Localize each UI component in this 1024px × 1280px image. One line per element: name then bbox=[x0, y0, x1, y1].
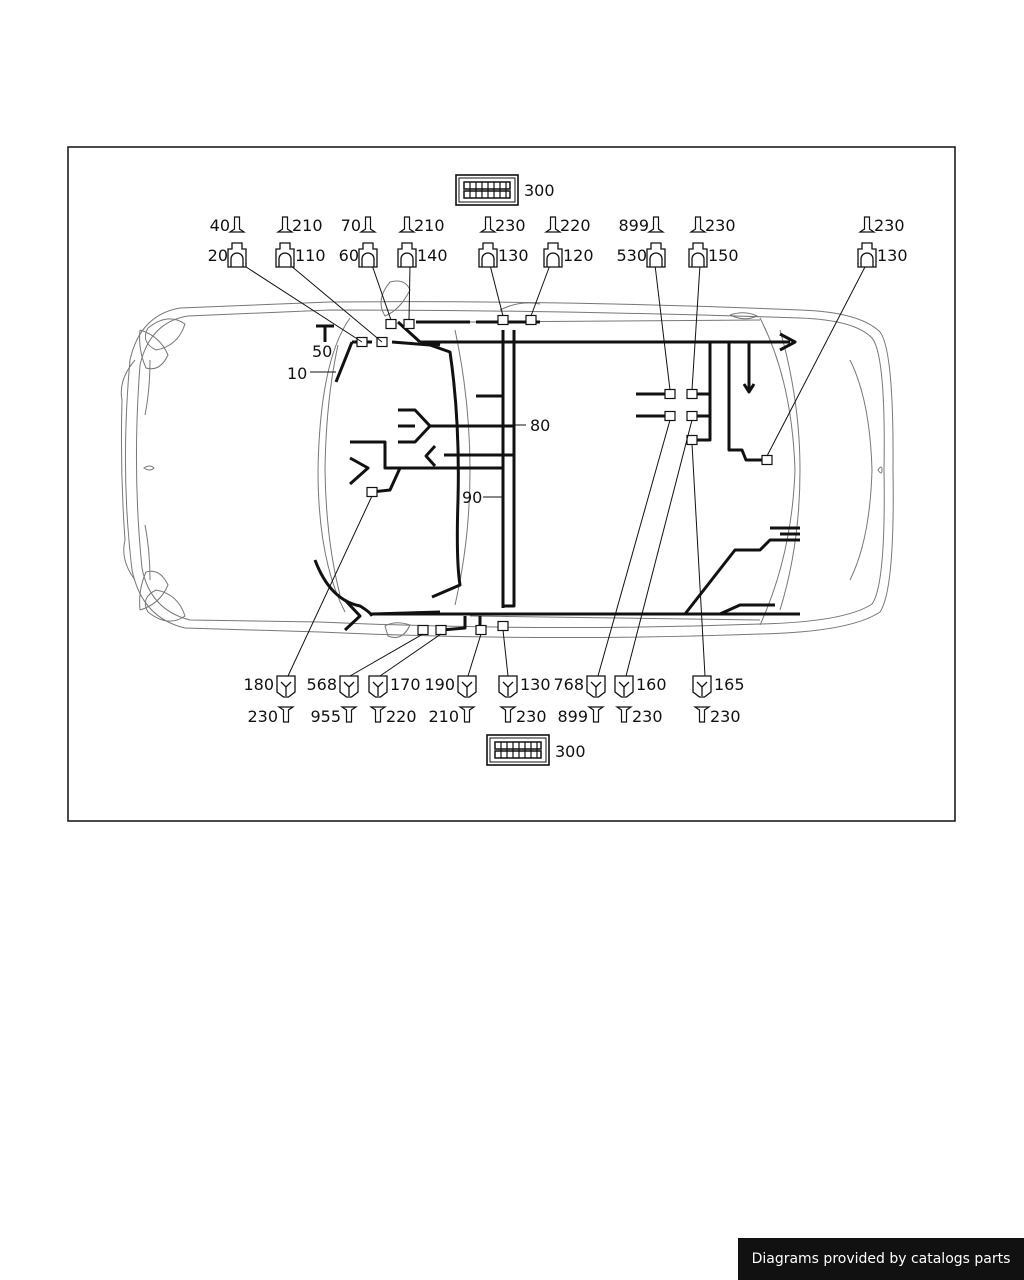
pin-number: 230 bbox=[516, 707, 547, 726]
connector-block-top: 300 bbox=[455, 174, 555, 206]
harness-label-90: 90 bbox=[462, 488, 482, 507]
pin-number: 230 bbox=[874, 216, 905, 235]
connector-plug-icon bbox=[692, 675, 712, 698]
connector-block-bottom: 300 bbox=[486, 734, 586, 766]
car-body-outline bbox=[120, 280, 894, 639]
bottom-callout: 568 955 bbox=[306, 675, 359, 726]
connector-plug-icon bbox=[457, 675, 477, 698]
pin-number: 70 bbox=[341, 216, 361, 235]
connector-number: 170 bbox=[390, 675, 421, 694]
pin-number: 899 bbox=[618, 216, 649, 235]
connector-number: 60 bbox=[339, 246, 359, 265]
pin-number: 40 bbox=[210, 216, 230, 235]
connector-plug-icon bbox=[498, 675, 518, 698]
connector-number: 140 bbox=[417, 246, 448, 265]
connector-number: 120 bbox=[563, 246, 594, 265]
pin-number: 210 bbox=[292, 216, 323, 235]
bottom-callout: 165 230 bbox=[692, 675, 745, 726]
top-callout: 230 130 bbox=[478, 216, 529, 268]
connector-number: 130 bbox=[498, 246, 529, 265]
pin-number: 220 bbox=[386, 707, 417, 726]
top-callout: 899 530 bbox=[616, 216, 666, 268]
pin-number: 230 bbox=[710, 707, 741, 726]
top-callout: 210 110 bbox=[275, 216, 326, 268]
harness-label-80: 80 bbox=[530, 416, 550, 435]
bottom-callout: 768 899 bbox=[553, 675, 606, 726]
pin-number: 955 bbox=[310, 707, 341, 726]
connector-plug-icon bbox=[614, 675, 634, 698]
connector-plug-icon bbox=[586, 675, 606, 698]
pin-number: 230 bbox=[705, 216, 736, 235]
bottom-callout: 160 230 bbox=[614, 675, 667, 726]
bottom-callout: 130 230 bbox=[498, 675, 551, 726]
connector-block-label: 300 bbox=[555, 742, 586, 761]
footer-badge: Diagrams provided by catalogs parts bbox=[738, 1238, 1024, 1280]
bottom-callout: 170 220 bbox=[368, 675, 421, 726]
pin-number: 210 bbox=[428, 707, 459, 726]
connector-number: 160 bbox=[636, 675, 667, 694]
top-callout: 70 60 bbox=[339, 216, 378, 268]
pin-number: 230 bbox=[495, 216, 526, 235]
harness-label-10: 10 bbox=[287, 364, 307, 383]
connector-number: 130 bbox=[520, 675, 551, 694]
top-callout: 230 130 bbox=[857, 216, 908, 268]
pin-number: 220 bbox=[560, 216, 591, 235]
connector-number: 20 bbox=[208, 246, 228, 265]
top-callout: 210 140 bbox=[397, 216, 448, 268]
bottom-connector-callouts: 180 230 568 955 170 220 190 210 130 230 768 899 160 2… bbox=[243, 675, 744, 726]
pin-number: 230 bbox=[632, 707, 663, 726]
top-callout: 40 20 bbox=[208, 216, 247, 268]
connector-plug-icon bbox=[276, 675, 296, 698]
footer-text: Diagrams provided by catalogs parts bbox=[751, 1251, 1011, 1267]
connector-number: 130 bbox=[877, 246, 908, 265]
top-connector-callouts: 40 20 210 110 70 60 210 140 230 130 220 120 899 530 23… bbox=[208, 216, 908, 268]
pin-number: 230 bbox=[247, 707, 278, 726]
bottom-callout: 180 230 bbox=[243, 675, 296, 726]
harness-label-50: 50 bbox=[312, 342, 332, 361]
pin-number: 899 bbox=[557, 707, 588, 726]
bottom-callout: 190 210 bbox=[424, 675, 477, 726]
connector-number: 110 bbox=[295, 246, 326, 265]
connector-number: 180 bbox=[243, 675, 274, 694]
connector-number: 165 bbox=[714, 675, 745, 694]
connector-block-label: 300 bbox=[524, 181, 555, 200]
connector-plug-icon bbox=[339, 675, 359, 698]
connector-number: 150 bbox=[708, 246, 739, 265]
connector-number: 190 bbox=[424, 675, 455, 694]
connector-plug-icon bbox=[368, 675, 388, 698]
top-callout: 220 120 bbox=[543, 216, 594, 268]
connector-number: 568 bbox=[306, 675, 337, 694]
connector-number: 768 bbox=[553, 675, 584, 694]
connector-block-icon bbox=[455, 174, 519, 206]
connector-number: 530 bbox=[616, 246, 647, 265]
pin-number: 210 bbox=[414, 216, 445, 235]
leader-lines bbox=[242, 264, 867, 677]
top-callout: 230 150 bbox=[688, 216, 739, 268]
connector-block-icon bbox=[486, 734, 550, 766]
